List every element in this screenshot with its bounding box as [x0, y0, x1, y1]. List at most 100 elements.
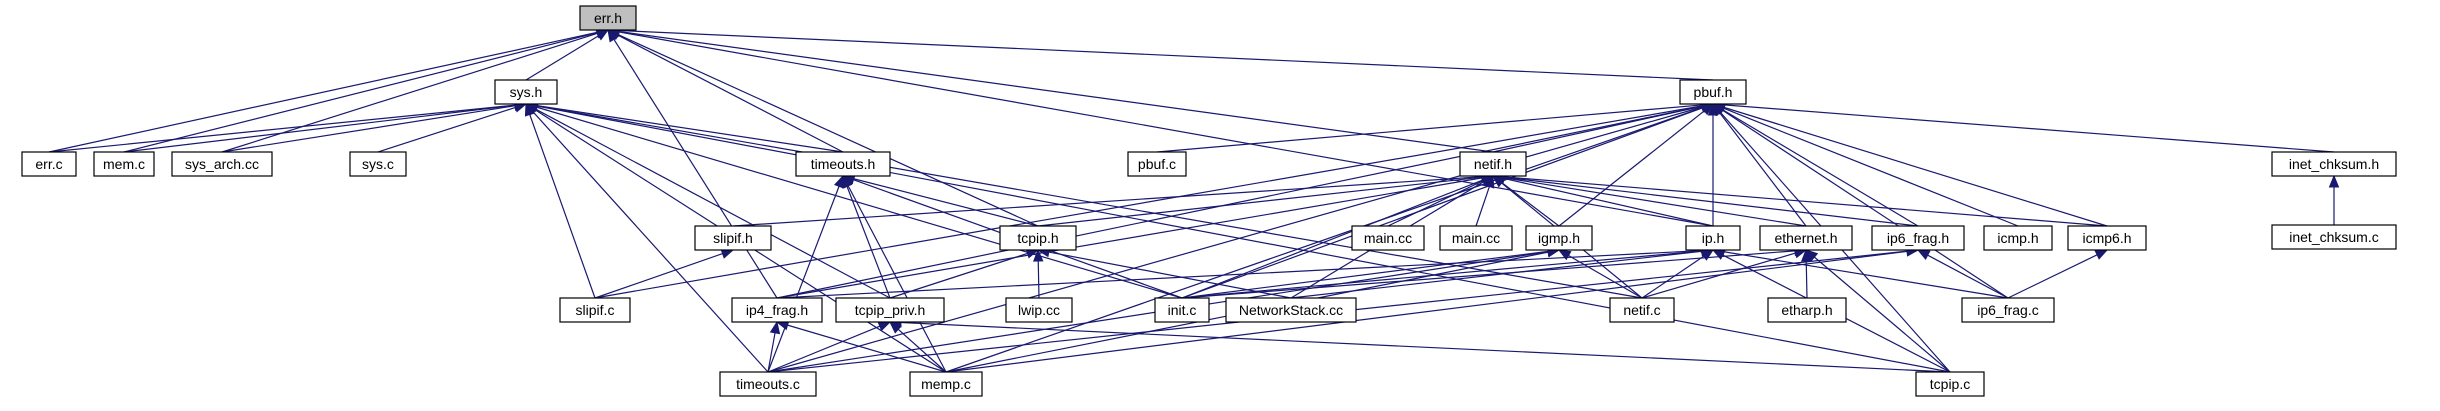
svg-text:main.cc: main.cc [1452, 230, 1500, 246]
node-main-cc-1[interactable]: main.cc [1351, 225, 1425, 251]
svg-text:timeouts.c: timeouts.c [736, 376, 800, 392]
edge-ip6_frag_c-to-ip_h [1723, 251, 2009, 299]
node-etharp-h[interactable]: etharp.h [1767, 297, 1847, 323]
node-igmp-h[interactable]: igmp.h [1525, 225, 1593, 251]
node-netif-h[interactable]: netif.h [1459, 151, 1527, 177]
svg-text:init.c: init.c [1168, 302, 1197, 318]
node-timeouts-h[interactable]: timeouts.h [795, 151, 891, 177]
node-err-h[interactable]: err.h [579, 5, 637, 31]
edge-ethernet_h-to-pbuf_h [1719, 112, 1807, 227]
edge-netif_c-to-sys_h [536, 105, 1643, 299]
svg-text:NetworkStack.cc: NetworkStack.cc [1239, 302, 1343, 318]
edge-slipif_c-to-sys_h [529, 114, 596, 299]
edge-memp_c-to-ip4_frag_h [787, 324, 947, 373]
node-tcpip-h[interactable]: tcpip.h [999, 225, 1077, 251]
node-ip6-frag-h[interactable]: ip6_frag.h [1871, 225, 1965, 251]
svg-text:ip4_frag.h: ip4_frag.h [746, 302, 808, 318]
edge-main_cc_2-to-netif_h [1475, 186, 1491, 227]
svg-text:mem.c: mem.c [103, 156, 145, 172]
node-memp-c[interactable]: memp.c [909, 371, 983, 397]
edge-ip6_frag_h-to-netif_h [1503, 176, 1919, 227]
node-inet-chksum-c[interactable]: inet_chksum.c [2271, 224, 2397, 250]
arrowhead-timeouts_c-to-ip4_frag_h [769, 320, 781, 335]
node-tcpip-c[interactable]: tcpip.c [1915, 371, 1985, 397]
arrowhead-ip6_frag_c-to-ip6_frag_h [1916, 249, 1931, 261]
edge-mem_c-to-sys_h [123, 104, 516, 153]
edge-ip_h-to-netif_h [1503, 177, 1714, 227]
node-ip6-frag-c[interactable]: ip6_frag.c [1961, 297, 2055, 323]
edge-memp_c-to-ip6_frag_h [945, 250, 1908, 373]
edge-etharp_h-to-ethernet_h [1805, 260, 1808, 299]
node-icmp-h[interactable]: icmp.h [1983, 225, 2053, 251]
svg-text:timeouts.h: timeouts.h [811, 156, 876, 172]
edge-icmp6_h-to-netif_h [1503, 176, 2108, 227]
node-pbuf-c[interactable]: pbuf.c [1127, 151, 1187, 177]
graph-nodes: err.h sys.h pbuf.h err.c mem.c sys_arch.… [21, 5, 2397, 397]
edge-init_c-to-igmp_h [1181, 250, 1549, 299]
svg-text:icmp6.h: icmp6.h [2082, 230, 2131, 246]
node-inet-chksum-h[interactable]: inet_chksum.h [2271, 151, 2397, 177]
node-slipif-c[interactable]: slipif.c [559, 297, 631, 323]
node-tcpip-priv-h[interactable]: tcpip_priv.h [835, 297, 945, 323]
svg-text:err.c: err.c [35, 156, 62, 172]
edge-sys_h-to-err_h [525, 35, 599, 81]
graph-edges [48, 25, 2340, 373]
node-timeouts-c[interactable]: timeouts.c [719, 371, 817, 397]
node-mem-c[interactable]: mem.c [93, 151, 155, 177]
edge-slipif_c-to-slipif_h [594, 253, 723, 299]
edge-networkstack_cc-to-tcpip_h [1048, 251, 1292, 299]
edge-tcpip_c-to-ethernet_h [1814, 256, 1951, 373]
node-pbuf-h[interactable]: pbuf.h [1679, 79, 1747, 105]
node-init-c[interactable]: init.c [1154, 297, 1210, 323]
edge-timeouts_c-to-pbuf_h [767, 106, 1703, 373]
edge-timeouts_c-to-ip4_frag_h [767, 332, 776, 373]
edge-memp_c-to-pbuf_h [945, 107, 1703, 373]
node-ip4-frag-h[interactable]: ip4_frag.h [731, 297, 823, 323]
edge-sys_arch_cc-to-err_h [221, 32, 598, 153]
node-lwip-cc[interactable]: lwip.cc [1005, 297, 1073, 323]
arrowhead-slipif_c-to-slipif_h [720, 248, 735, 259]
edge-init_c-to-ethernet_h [1181, 250, 1796, 299]
edge-init_c-to-pbuf_h [1181, 107, 1703, 299]
node-ethernet-h[interactable]: ethernet.h [1759, 225, 1853, 251]
node-netif-c[interactable]: netif.c [1609, 297, 1675, 323]
svg-text:sys.h: sys.h [510, 84, 543, 100]
edge-igmp_h-to-netif_h [1501, 182, 1560, 227]
node-main-cc-2[interactable]: main.cc [1439, 225, 1513, 251]
arrowhead-timeouts_c-to-tcpip_priv_h [877, 321, 892, 332]
arrowhead-netif_c-to-igmp_h [1557, 249, 1572, 261]
edge-init_c-to-netif_h [1181, 179, 1483, 299]
node-sys-c[interactable]: sys.c [349, 151, 407, 177]
edge-igmp_h-to-pbuf_h [1558, 110, 1705, 227]
node-ip-h[interactable]: ip.h [1685, 225, 1741, 251]
edge-ip6_frag_c-to-ip6_frag_h [1927, 254, 2009, 299]
svg-text:sys.c: sys.c [362, 156, 394, 172]
node-icmp6-h[interactable]: icmp6.h [2067, 225, 2147, 251]
edge-tcpip_priv_h-to-timeouts_h [846, 186, 891, 299]
edge-tcpip_c-to-tcpip_priv_h [900, 321, 1951, 373]
svg-text:memp.c: memp.c [921, 376, 971, 392]
svg-text:pbuf.h: pbuf.h [1694, 84, 1733, 100]
node-sys-arch-cc[interactable]: sys_arch.cc [171, 151, 273, 177]
svg-text:lwip.cc: lwip.cc [1018, 302, 1060, 318]
edge-inet_chksum_h-to-pbuf_h [1723, 104, 2335, 153]
edge-init_c-to-ip_h [1181, 250, 1703, 299]
node-slipif-h[interactable]: slipif.h [694, 225, 772, 251]
edge-tcpip_h-to-netif_h [1037, 176, 1483, 227]
svg-text:ip6_frag.c: ip6_frag.c [1977, 302, 2038, 318]
edge-icmp_h-to-pbuf_h [1722, 107, 2019, 227]
edge-ip4_frag_h-to-netif_h [776, 177, 1483, 299]
svg-text:pbuf.c: pbuf.c [1138, 156, 1176, 172]
svg-text:err.h: err.h [594, 10, 622, 26]
edge-netif_c-to-ip_h [1641, 255, 1705, 299]
edge-memp_c-to-tcpip_priv_h [897, 328, 947, 373]
svg-text:icmp.h: icmp.h [1997, 230, 2038, 246]
svg-text:netif.c: netif.c [1623, 302, 1660, 318]
edge-timeouts_c-to-timeouts_h [767, 186, 840, 373]
node-sys-h[interactable]: sys.h [494, 79, 558, 105]
node-err-c[interactable]: err.c [21, 151, 77, 177]
arrowhead-netif_c-to-netif_h [1491, 175, 1506, 188]
arrowhead-ip6_frag_c-to-icmp6_h [2094, 249, 2109, 260]
node-networkstack-cc[interactable]: NetworkStack.cc [1225, 297, 1357, 323]
edge-netif_c-to-igmp_h [1568, 254, 1643, 299]
